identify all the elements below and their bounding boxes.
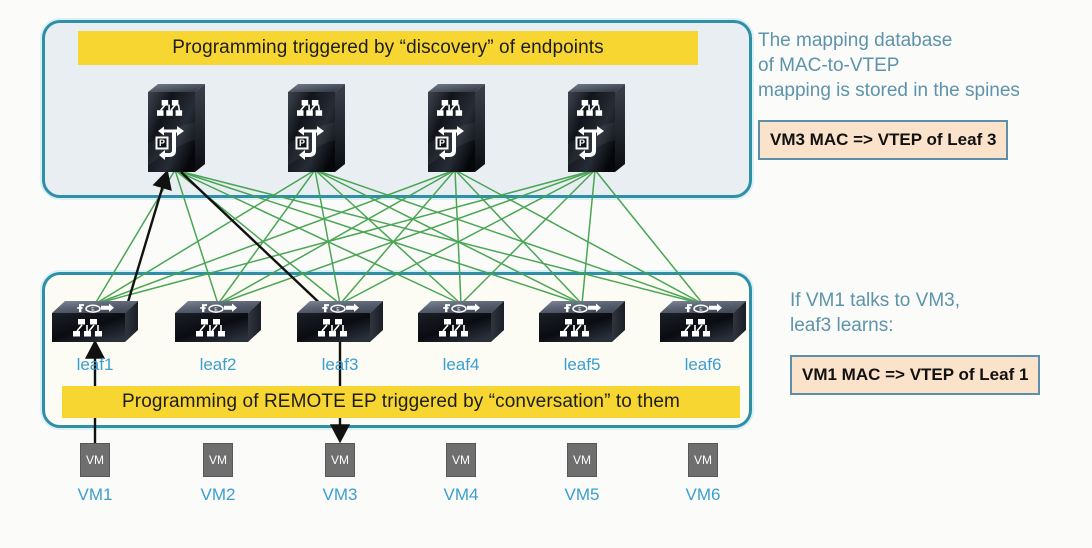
leaf-switch-6: E [660, 300, 746, 344]
vm-label-6: VM6 [685, 485, 721, 504]
leaf-learning-note: If VM1 talks to VM3, leaf3 learns: VM1 M… [790, 288, 1090, 395]
leaf-switch-1: E [52, 300, 138, 344]
vm-label-3: VM3 [322, 485, 358, 504]
spine-mapping-note: The mapping database of MAC-to-VTEP mapp… [758, 28, 1088, 160]
spine-mac-entry-box: VM3 MAC => VTEP of Leaf 3 [758, 120, 1009, 160]
vm-box-3: VM [325, 443, 355, 477]
leaf-switch-4: E [418, 300, 504, 344]
leaf-switch-5: E [539, 300, 625, 344]
bottom-banner-conversation: Programming of REMOTE EP triggered by “c… [62, 386, 740, 418]
svg-text:P: P [159, 138, 165, 148]
spine-mapping-note-text: The mapping database of MAC-to-VTEP mapp… [758, 30, 1020, 101]
vm-box-2: VM [203, 443, 233, 477]
vm-box-4: VM [446, 443, 476, 477]
svg-text:P: P [579, 138, 585, 148]
leaf-switch-2: E [175, 300, 261, 344]
vm-box-1: VM [80, 443, 110, 477]
leaf-label-1: leaf1 [76, 355, 114, 374]
svg-text:P: P [299, 138, 305, 148]
svg-text:E: E [578, 307, 582, 313]
vm-box-5: VM [567, 443, 597, 477]
leaf-label-3: leaf3 [321, 355, 359, 374]
vm-label-1: VM1 [77, 485, 113, 504]
spine-switch-4: P [564, 82, 626, 174]
svg-text:E: E [336, 307, 340, 313]
leaf-switch-3: E [297, 300, 383, 344]
leaf-learning-note-text: If VM1 talks to VM3, leaf3 learns: [790, 290, 960, 336]
svg-text:E: E [214, 307, 218, 313]
leaf-label-5: leaf5 [563, 355, 601, 374]
leaf-label-2: leaf2 [199, 355, 237, 374]
top-banner-discovery: Programming triggered by “discovery” of … [78, 31, 698, 65]
svg-text:E: E [699, 307, 703, 313]
vm-label-2: VM2 [200, 485, 236, 504]
svg-text:E: E [91, 307, 95, 313]
spine-switch-1: P [144, 82, 206, 174]
svg-text:P: P [439, 138, 445, 148]
leaf-mac-entry-box: VM1 MAC => VTEP of Leaf 1 [790, 355, 1041, 395]
leaf-label-4: leaf4 [442, 355, 480, 374]
vm-box-6: VM [688, 443, 718, 477]
vm-label-5: VM5 [564, 485, 600, 504]
leaf-label-6: leaf6 [684, 355, 722, 374]
spine-switch-2: P [284, 82, 346, 174]
vm-label-4: VM4 [443, 485, 479, 504]
svg-text:E: E [457, 307, 461, 313]
spine-switch-3: P [424, 82, 486, 174]
